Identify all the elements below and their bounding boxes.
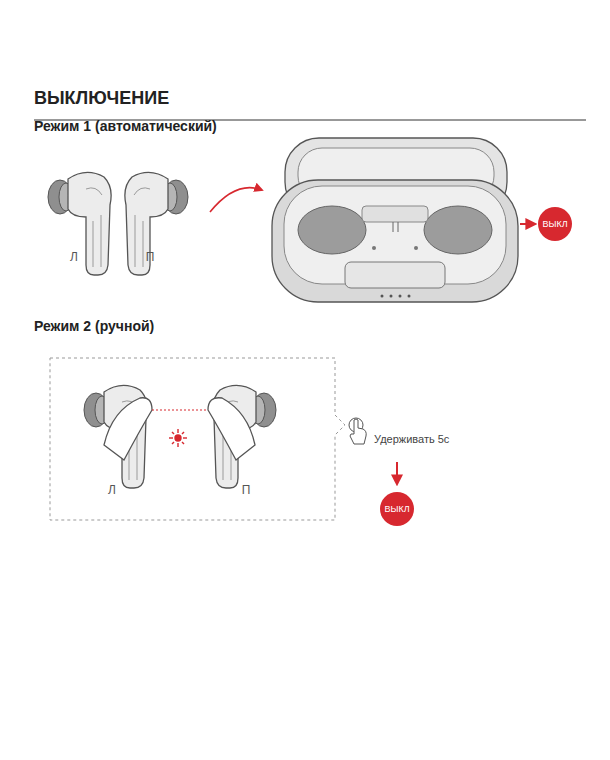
hold-icon [349, 418, 366, 444]
off-badge: ВЫКЛ [380, 492, 414, 526]
mode-heading: Режим 1 (автоматический) [34, 118, 217, 135]
dashed-frame [50, 358, 345, 520]
side-letter: Л [108, 483, 116, 497]
off-label: ВЫКЛ [384, 505, 409, 514]
mode-heading: Режим 2 (ручной) [34, 318, 154, 335]
off-badge: ВЫКЛ [538, 207, 572, 241]
right-earbud [125, 172, 188, 275]
charging-case [272, 138, 518, 302]
side-letter: П [242, 483, 251, 497]
side-letter: Л [70, 250, 78, 264]
section-title: ВЫКЛЮЧЕНИЕ [34, 88, 169, 110]
curved-arrow [210, 188, 262, 212]
arrow [520, 223, 535, 225]
touch-flash [169, 429, 187, 447]
touch-link [152, 409, 208, 410]
hold-instruction: Удерживать 5с [374, 433, 449, 446]
arrow [396, 462, 398, 484]
fingers [104, 398, 255, 460]
off-label: ВЫКЛ [542, 220, 567, 229]
left-earbud [48, 172, 111, 275]
side-letter: П [146, 250, 155, 264]
